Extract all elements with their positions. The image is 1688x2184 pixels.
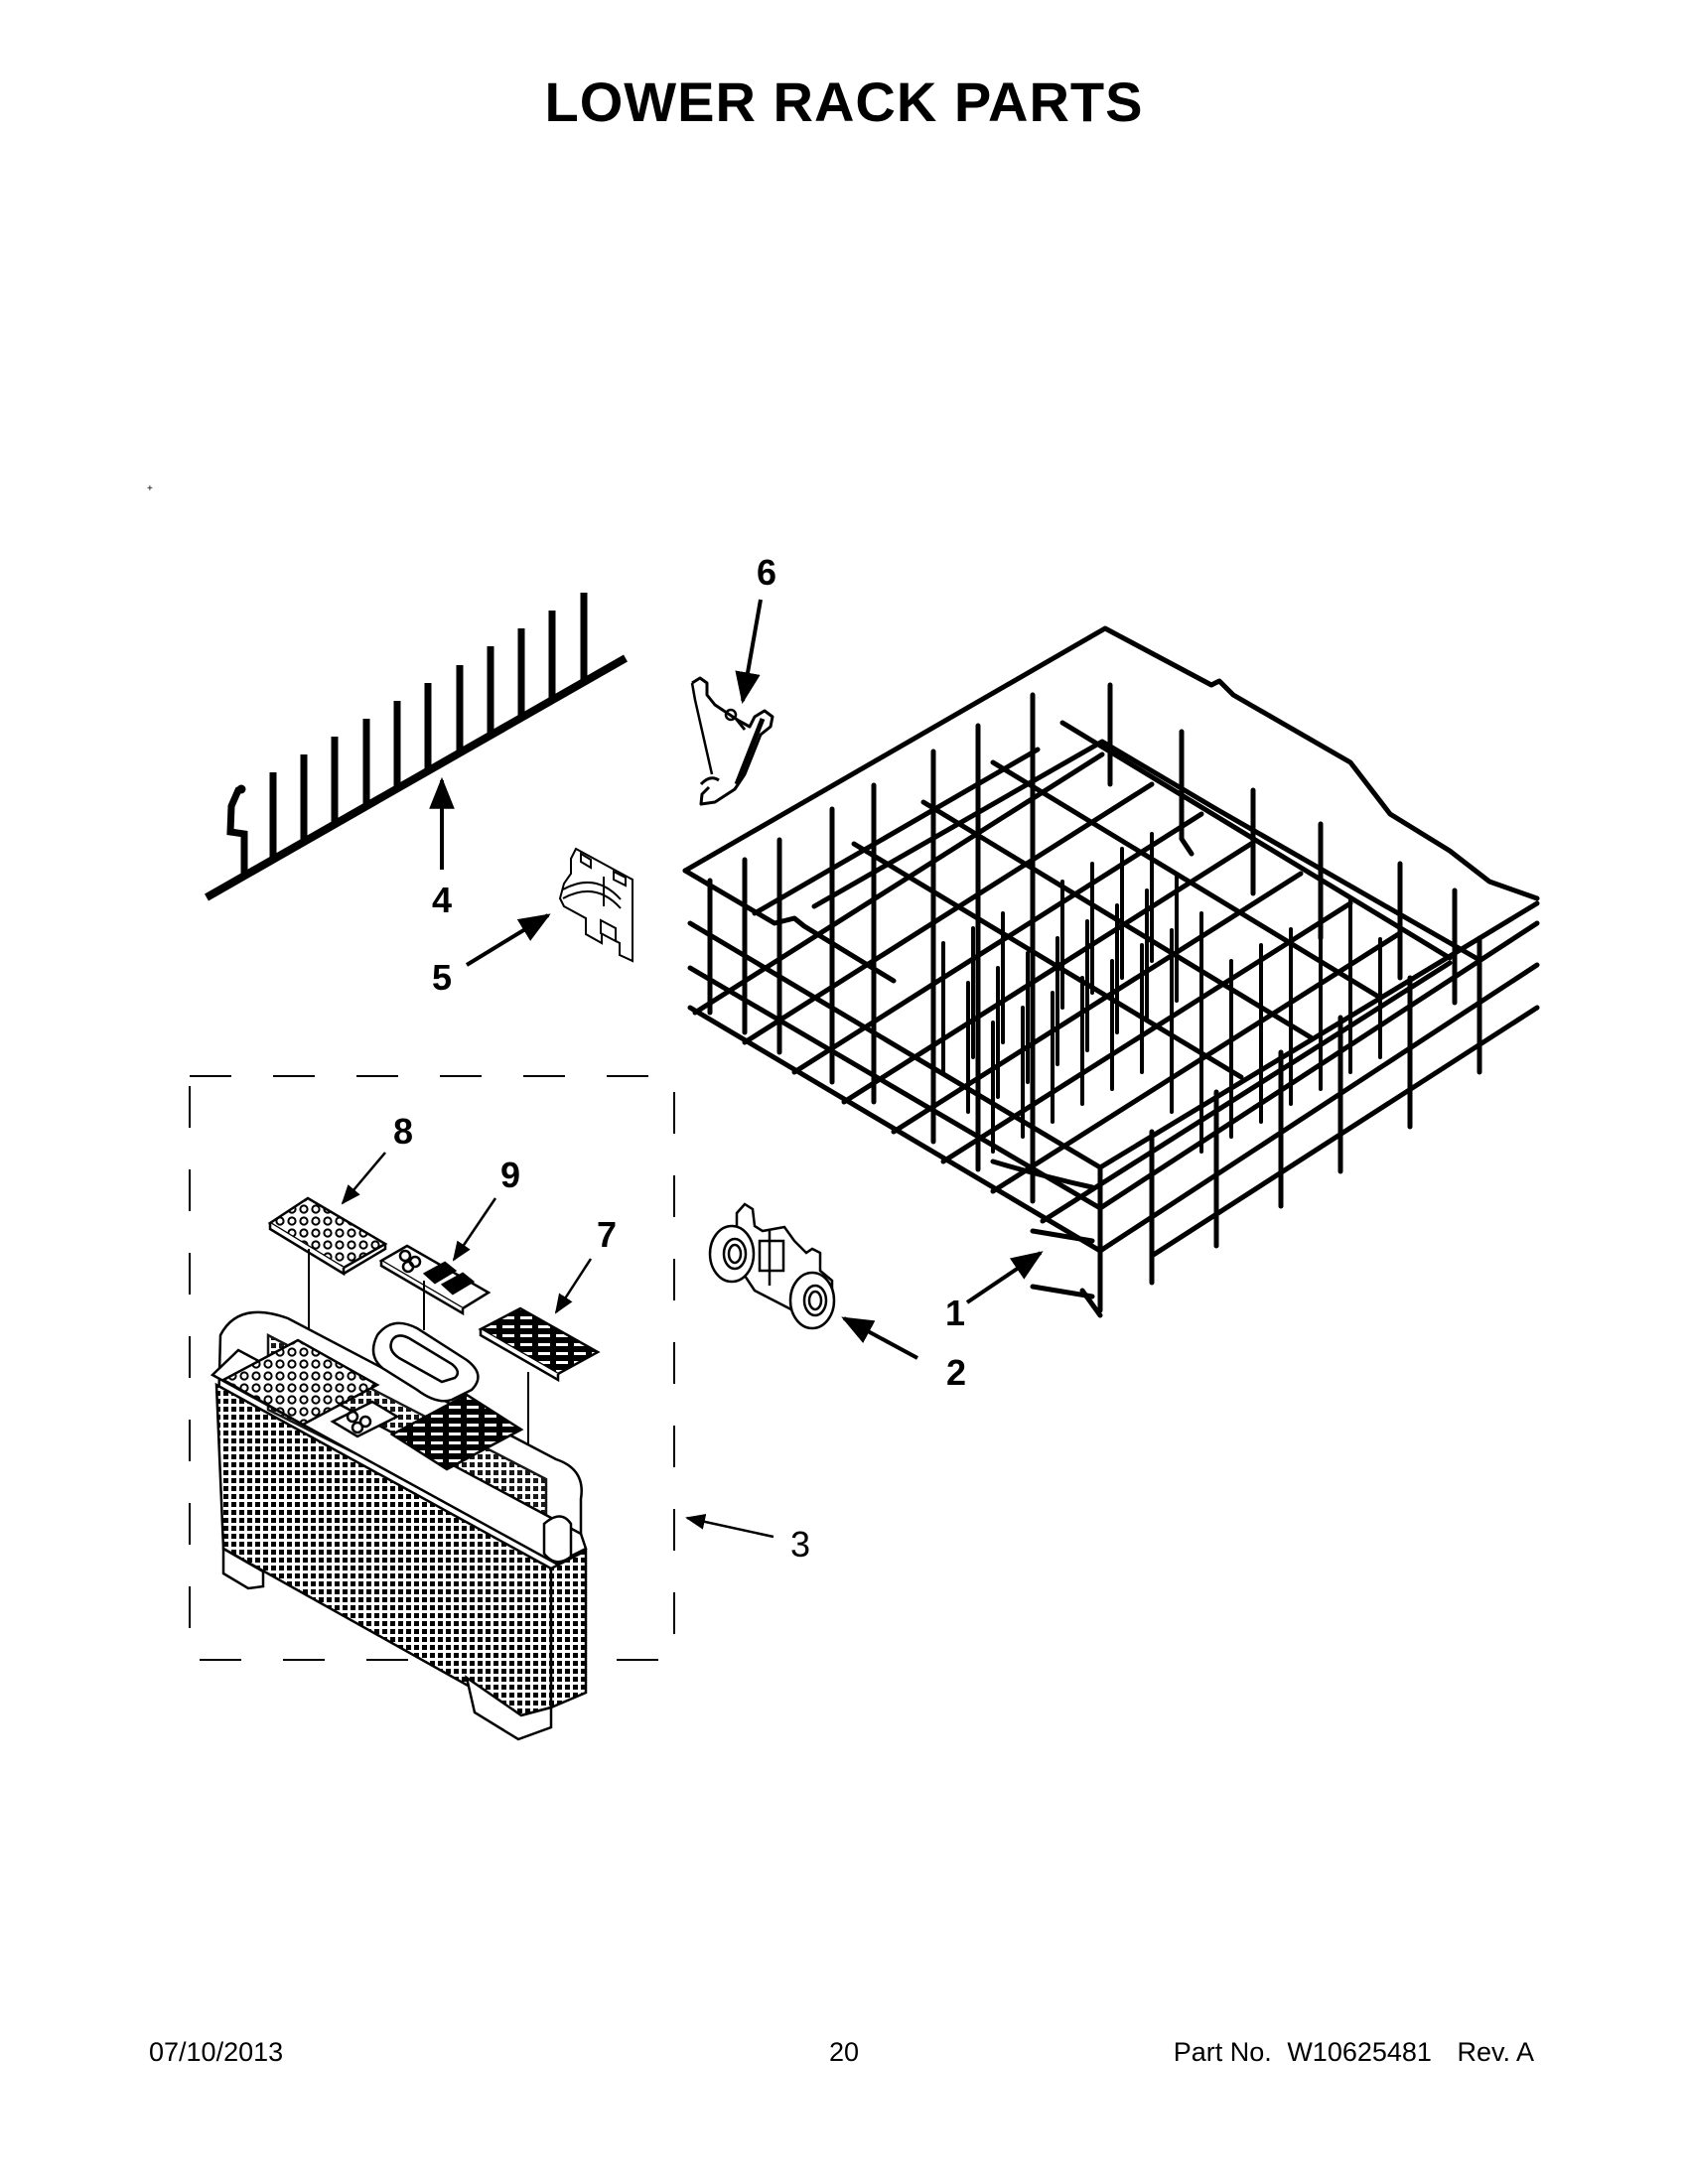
callout-4[interactable]: 4 bbox=[431, 880, 453, 920]
callout-3[interactable]: 3 bbox=[789, 1524, 811, 1565]
silverware-basket-part bbox=[210, 1310, 588, 1741]
basket-group-box bbox=[189, 1075, 675, 1661]
callout-8-arrow bbox=[341, 1152, 386, 1205]
callout-2-arrow bbox=[841, 1316, 918, 1360]
callout-5[interactable]: 5 bbox=[431, 957, 453, 998]
footer-part-number: Part No. W10625481 Rev. A bbox=[1174, 2037, 1534, 2068]
registration-mark: + bbox=[147, 483, 153, 494]
footer-page-number: 20 bbox=[828, 2037, 860, 2067]
tine-row-part bbox=[205, 593, 628, 901]
revision: Rev. A bbox=[1457, 2037, 1534, 2067]
tine-clip-part bbox=[558, 847, 633, 963]
footer-date: 07/10/2013 bbox=[149, 2037, 284, 2067]
callout-3-arrow bbox=[685, 1514, 774, 1539]
basket-lid-center-part bbox=[378, 1244, 492, 1316]
part-no-value: W10625481 bbox=[1287, 2037, 1432, 2067]
callout-7-arrow bbox=[554, 1258, 593, 1314]
callout-9-arrow bbox=[452, 1197, 497, 1262]
part-no-label: Part No. bbox=[1173, 2037, 1272, 2067]
rack-roller-part bbox=[708, 1202, 836, 1330]
callout-9[interactable]: 9 bbox=[499, 1155, 521, 1195]
callout-1-arrow bbox=[965, 1251, 1044, 1304]
basket-lid-right-part bbox=[478, 1306, 601, 1383]
page-title: LOWER RACK PARTS bbox=[544, 70, 1144, 133]
callout-6-arrow bbox=[735, 599, 763, 705]
callout-8[interactable]: 8 bbox=[392, 1111, 414, 1152]
callout-2[interactable]: 2 bbox=[945, 1352, 967, 1393]
lower-rack-part bbox=[682, 625, 1540, 1318]
callout-1[interactable]: 1 bbox=[944, 1293, 966, 1333]
callout-5-arrow bbox=[465, 913, 551, 967]
callout-6[interactable]: 6 bbox=[756, 552, 777, 593]
callout-7[interactable]: 7 bbox=[596, 1214, 618, 1255]
basket-lid-left-part bbox=[267, 1196, 388, 1277]
rack-bumper-clip-part bbox=[690, 676, 774, 806]
